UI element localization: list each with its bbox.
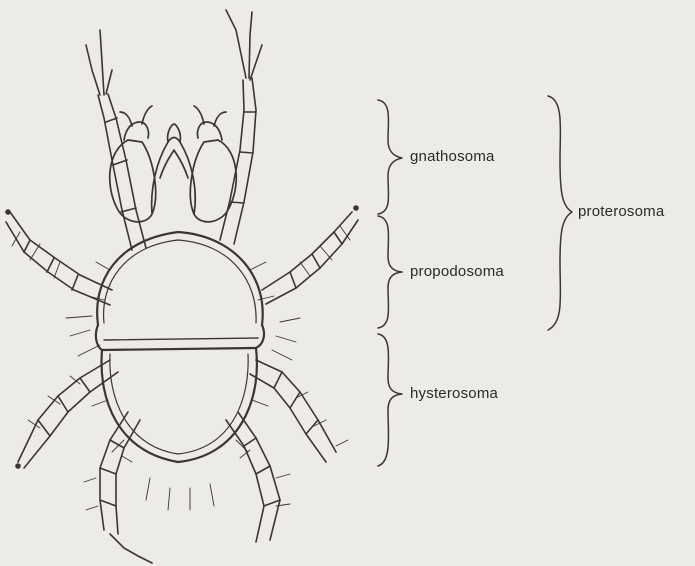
proterosoma-label: proterosoma [578, 203, 664, 220]
propodosoma-label: propodosoma [410, 263, 504, 280]
leg-i-left [86, 30, 146, 250]
leg-iv-right [226, 412, 280, 542]
body [88, 232, 274, 462]
leg-ii-left [6, 210, 112, 305]
gnathosoma-brace [378, 100, 402, 214]
hysterosoma-brace [378, 334, 402, 466]
hysterosoma-label: hysterosoma [410, 385, 498, 402]
gnathosoma-mouthparts [110, 106, 237, 222]
leg-iii-right [250, 360, 336, 462]
propodosoma-brace [378, 216, 402, 328]
leg-ii-right [262, 206, 358, 304]
legs [6, 10, 358, 563]
leg-setae [12, 226, 350, 510]
proterosoma-brace [548, 96, 572, 330]
leg-i-right [220, 10, 262, 244]
gnathosoma-label: gnathosoma [410, 148, 495, 165]
